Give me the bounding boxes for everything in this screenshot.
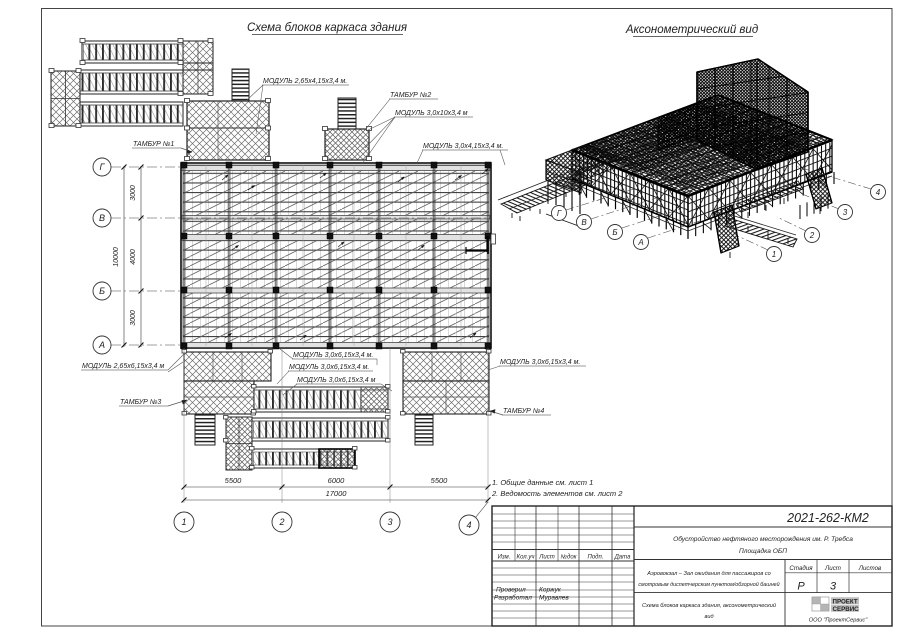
svg-text:3: 3: [843, 208, 848, 217]
svg-text:В: В: [99, 213, 105, 223]
svg-text:СЕРВИС: СЕРВИС: [833, 606, 860, 613]
svg-text:Г: Г: [557, 209, 562, 218]
svg-text:МОДУЛЬ 2,65х6,15х3,4 м: МОДУЛЬ 2,65х6,15х3,4 м: [82, 363, 165, 370]
svg-text:ТАМБУР №2: ТАМБУР №2: [390, 92, 431, 99]
svg-text:В: В: [581, 218, 587, 227]
svg-text:3000: 3000: [130, 185, 137, 201]
svg-text:1: 1: [772, 250, 776, 259]
svg-text:4000: 4000: [130, 249, 137, 265]
svg-text:Муравлев: Муравлев: [539, 595, 569, 602]
svg-text:Изм.: Изм.: [498, 555, 511, 561]
svg-text:Лист: Лист: [824, 565, 841, 572]
svg-text:Коржук: Коржук: [539, 587, 562, 594]
svg-text:1. Общие данные см. лист 1: 1. Общие данные см. лист 1: [492, 478, 593, 487]
svg-text:3: 3: [387, 517, 392, 527]
svg-text:Кол.уч: Кол.уч: [517, 555, 535, 561]
svg-text:ПРОЕКТ: ПРОЕКТ: [833, 598, 858, 605]
svg-text:2: 2: [278, 517, 284, 527]
svg-text:5500: 5500: [225, 476, 243, 485]
svg-text:вид: вид: [704, 614, 713, 620]
svg-text:А: А: [637, 238, 643, 247]
svg-text:Аэровокзал – Зал ожидания для: Аэровокзал – Зал ожидания для пассажиров…: [646, 571, 771, 577]
svg-text:МОДУЛЬ 3,0х4,15х3,4 м.: МОДУЛЬ 3,0х4,15х3,4 м.: [423, 143, 503, 150]
svg-text:Подп.: Подп.: [588, 555, 604, 561]
svg-text:Схема блоков каркаса здания, а: Схема блоков каркаса здания, аксонометри…: [642, 602, 776, 609]
svg-text:4: 4: [876, 188, 881, 197]
svg-text:Листов: Листов: [858, 565, 882, 572]
svg-text:ТАМБУР №4: ТАМБУР №4: [503, 408, 544, 415]
svg-text:МОДУЛЬ 3,0х6,15х3,4 м.: МОДУЛЬ 3,0х6,15х3,4 м.: [289, 364, 369, 371]
svg-text:17000: 17000: [326, 489, 348, 498]
svg-text:№док: №док: [561, 554, 578, 561]
svg-text:Лист: Лист: [538, 555, 554, 561]
svg-text:А: А: [98, 340, 105, 350]
svg-text:МОДУЛЬ 3,0х6,15х3,4 м.: МОДУЛЬ 3,0х6,15х3,4 м.: [500, 359, 580, 366]
svg-text:Аксонометрический вид: Аксонометрический вид: [625, 24, 758, 36]
svg-text:Б: Б: [99, 286, 105, 296]
svg-text:МОДУЛЬ 3,0х6,15х3,4 м.: МОДУЛЬ 3,0х6,15х3,4 м.: [293, 352, 373, 359]
svg-text:Схема блоков каркаса здания: Схема блоков каркаса здания: [247, 22, 407, 34]
svg-text:Г: Г: [100, 162, 106, 172]
svg-text:2: 2: [809, 231, 815, 240]
svg-text:Стадия: Стадия: [789, 565, 813, 572]
svg-text:ООО "ПроектСервис": ООО "ПроектСервис": [809, 618, 868, 624]
svg-text:МОДУЛЬ 2,65х4,15х3,4 м.: МОДУЛЬ 2,65х4,15х3,4 м.: [263, 78, 347, 85]
svg-text:Р: Р: [797, 581, 805, 593]
svg-text:ТАМБУР №3: ТАМБУР №3: [120, 399, 161, 406]
svg-text:Обустройство нефтяного месторо: Обустройство нефтяного месторождения им.…: [673, 535, 853, 543]
svg-text:4: 4: [466, 520, 471, 530]
svg-text:3: 3: [830, 581, 837, 593]
svg-text:ТАМБУР №1: ТАМБУР №1: [133, 141, 174, 148]
svg-text:Дата: Дата: [614, 555, 631, 561]
svg-text:2. Ведомость элементов см. лис: 2. Ведомость элементов см. лист 2: [491, 489, 623, 498]
svg-text:МОДУЛЬ 3,0х6,15х3,4 м: МОДУЛЬ 3,0х6,15х3,4 м: [297, 377, 376, 384]
svg-text:Проверил: Проверил: [496, 587, 526, 594]
svg-text:5500: 5500: [431, 476, 449, 485]
svg-text:3000: 3000: [130, 310, 137, 326]
svg-text:Площадка ОБП: Площадка ОБП: [739, 547, 787, 555]
svg-text:смотровым диспетчерским пункто: смотровым диспетчерским пунктом/обзорной…: [638, 581, 779, 588]
svg-text:2021-262-КМ2: 2021-262-КМ2: [786, 511, 869, 525]
svg-text:6000: 6000: [328, 476, 346, 485]
svg-text:Б: Б: [612, 228, 617, 237]
svg-text:МОДУЛЬ 3,0х10х3,4 м: МОДУЛЬ 3,0х10х3,4 м: [395, 110, 468, 117]
svg-text:10000: 10000: [113, 247, 120, 267]
svg-text:Разработал: Разработал: [494, 594, 532, 602]
svg-text:1: 1: [181, 517, 186, 527]
